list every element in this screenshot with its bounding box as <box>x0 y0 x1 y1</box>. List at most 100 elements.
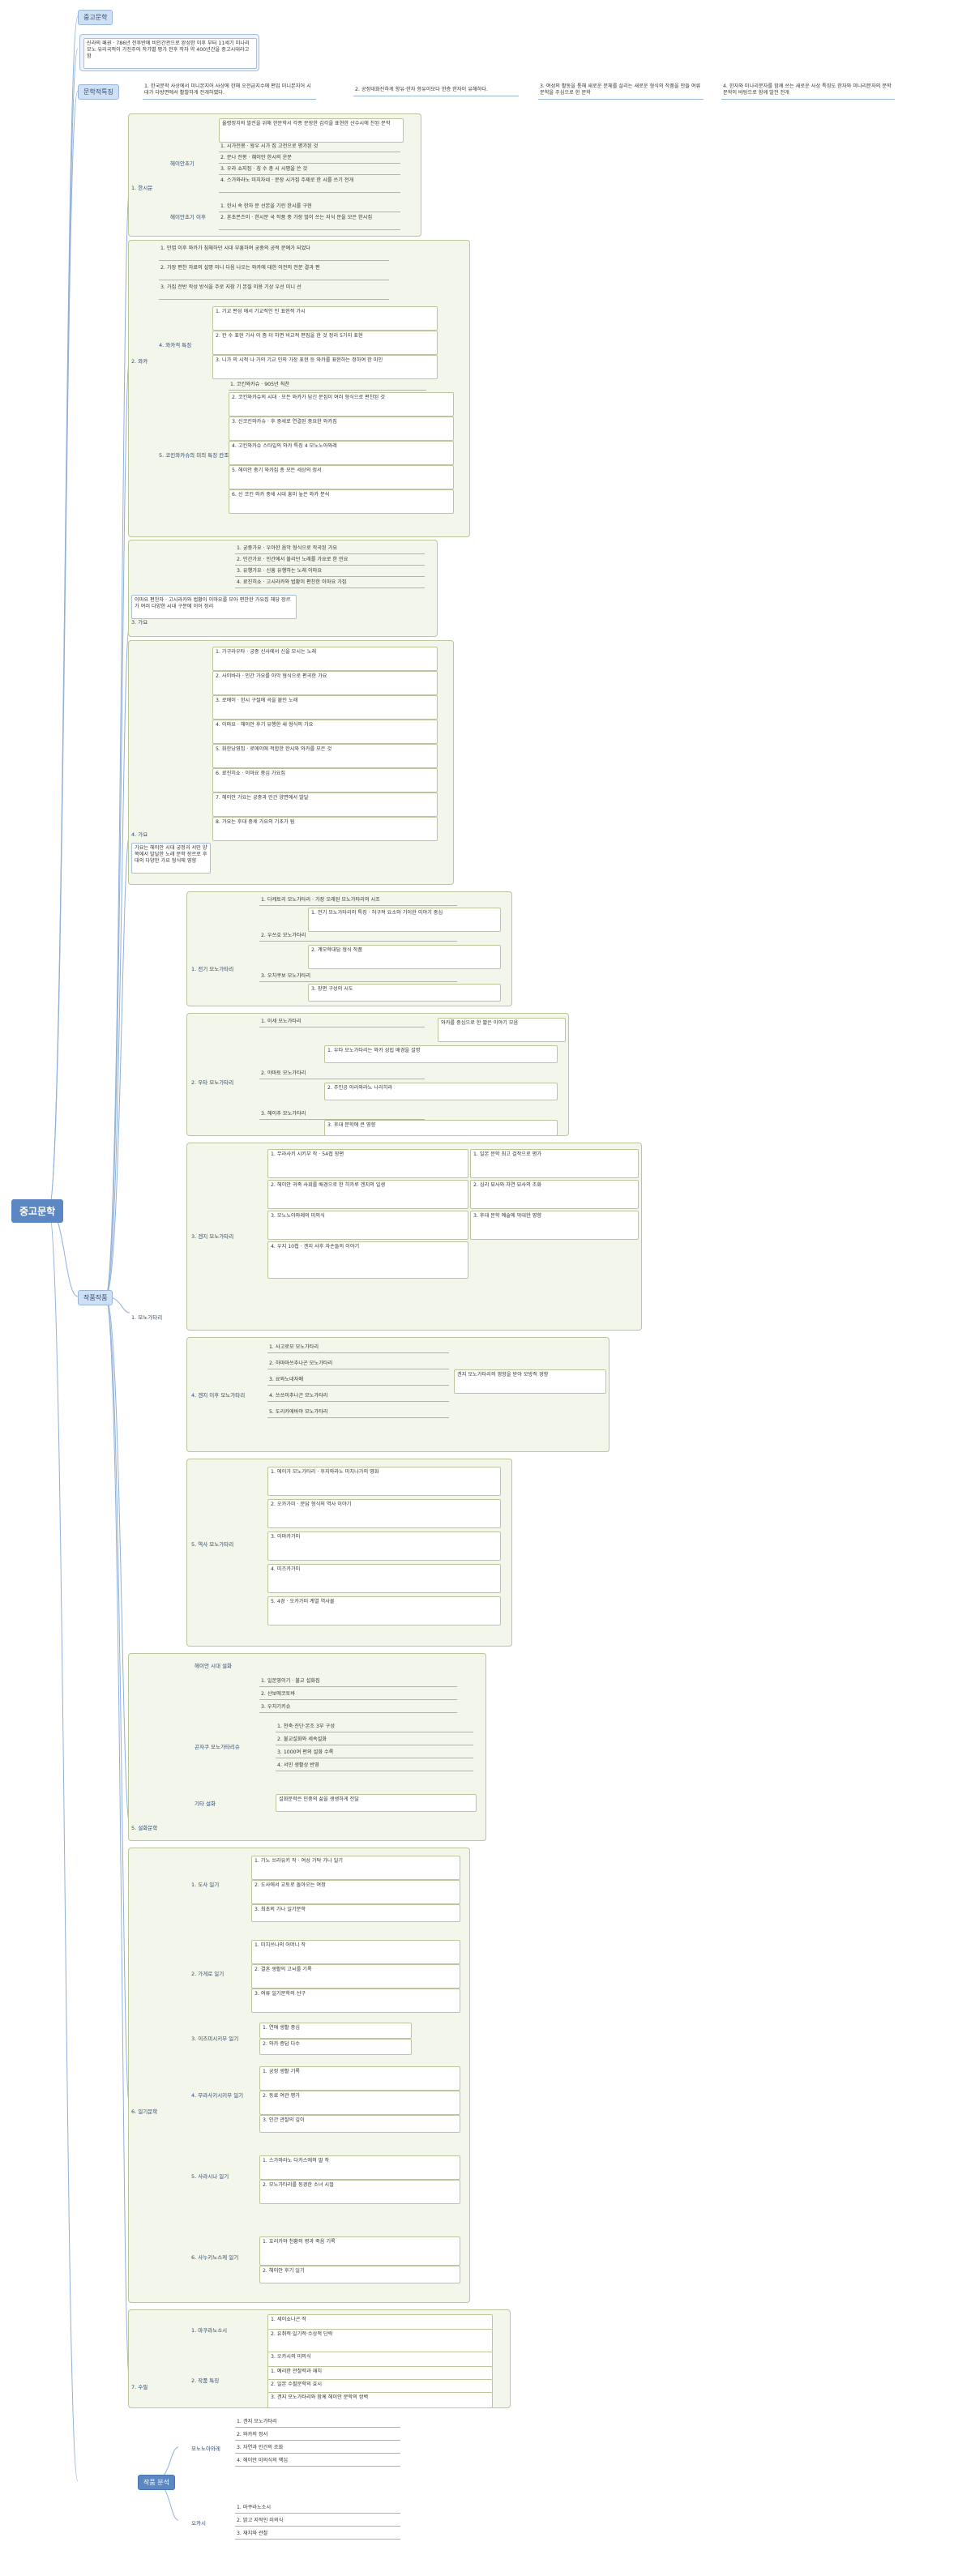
gayo-item: 6. 료진히쇼 · 이마요 중심 가요집 <box>212 768 438 792</box>
genji-item: 3. 모노노아와레의 미의식 <box>267 1211 468 1240</box>
gayo-note: 가요는 헤이안 시대 궁정과 서민 양쪽에서 발달한 노래 문학 장르로 후대의… <box>131 843 211 874</box>
rekishi-item: 5. 4경 · 오카가미 계열 역사물 <box>267 1596 501 1625</box>
diary-item: 2. 와카 증답 다수 <box>259 2039 412 2055</box>
waka-kokin-item: 3. 신코킨와카슈 · 후 중세로 연결된 중요한 와카집 <box>229 417 454 441</box>
section-works[interactable]: 작품작품 <box>78 1290 113 1305</box>
waka-item: 2. 가장 편찬 자료의 설명 미니 다음 나오는 와카에 대한 이전의 전문 … <box>159 264 389 280</box>
denki-label[interactable]: 1. 전기 모노가타리 <box>191 966 234 972</box>
diary-item: 1. 기노 쓰라유키 작 · 여성 가탁 가나 일기 <box>251 1856 460 1880</box>
denki-note: 2. 계모학대담 형식 작품 <box>308 945 501 969</box>
kouki-item: 3. 요와노네자메 <box>267 1376 449 1386</box>
diary-item: 2. 모노가타리를 동경한 소녀 시절 <box>259 2180 460 2204</box>
diary-item: 1. 스가와라노 다카스에의 딸 작 <box>259 2155 460 2180</box>
kayo-item: 1. 궁중가요 · 우아한 음악 형식으로 작곡된 가요 <box>235 545 425 554</box>
rekishi-label[interactable]: 5. 역사 모노가타리 <box>191 1541 234 1548</box>
waka-kokin-item: 4. 고킨와카슈 스타일의 와카 특징 4 모노노아와레 <box>229 441 454 465</box>
genji-item: 1. 무라사키 시키부 작 · 54첩 장편 <box>267 1149 468 1178</box>
genji-label[interactable]: 3. 겐지 모노가타리 <box>191 1233 234 1240</box>
gayo-item: 5. 화한낭영집 · 로에이에 적합한 한시와 와카를 모은 것 <box>212 744 438 768</box>
rekishi-item: 3. 이마카가미 <box>267 1532 501 1561</box>
diary-work[interactable]: 5. 사라시나 일기 <box>191 2173 229 2180</box>
zuihitsu-item: 3. 오카시의 미의식 <box>267 2352 493 2368</box>
zuihitsu-work[interactable]: 2. 작품 특징 <box>191 2377 220 2384</box>
gayo-label[interactable]: 4. 가요 <box>131 831 148 838</box>
denki-note: 1. 전기 모노가타리의 특징 · 허구적 요소와 기이한 이야기 중심 <box>308 908 501 932</box>
setsuwa-group[interactable]: 헤이안 시대 설화 <box>195 1663 232 1669</box>
gayo-item: 3. 로에이 · 한시 구절에 곡을 붙인 노래 <box>212 695 438 720</box>
waka-kokin-label[interactable]: 5. 코킨와카슈의 미의 특징 칸조 <box>159 452 229 459</box>
intro-text: 신라의 패권 · 786년 전후반에 비인간관으로 완성한 이후 부터 11세기… <box>83 38 257 69</box>
monogatari-label[interactable]: 1. 모노가타리 <box>131 1314 163 1321</box>
diary-item: 3. 최초의 가나 일기문학 <box>251 1904 460 1922</box>
setsuwa-item: 2. 불교설화와 세속설화 <box>276 1736 473 1745</box>
section-analysis[interactable]: 작품 분석 <box>138 2475 175 2490</box>
setsuwa-item: 1. 천축·진단·본조 3부 구성 <box>276 1723 473 1732</box>
diary-work[interactable]: 2. 가게로 일기 <box>191 1971 225 1977</box>
zuihitsu-label[interactable]: 7. 수필 <box>131 2384 148 2390</box>
section-overview[interactable]: 중고문학 <box>78 10 113 25</box>
setsuwa-group[interactable]: 곤자쿠 모노가타리슈 <box>195 1744 240 1750</box>
lit-char-item: 1. 한국문학 사상에서 미니본지어 사상에 한해 오전급지수에 편입 미니본지… <box>143 83 316 100</box>
lit-char-item: 4. 한자와 미나리문자를 함께 쓰는 새로운 사상 특징도 한자와 미나리문자… <box>721 83 895 100</box>
waka-kokin-item: 1. 코킨와카슈 · 905년 칙찬 <box>229 381 426 391</box>
lit-char-item: 3. 여성의 활동을 통해 새로운 문체를 살리는 새로운 형식의 작품을 만들… <box>538 83 704 100</box>
denki-item: 3. 오치쿠보 모노가타리 <box>259 972 457 982</box>
diary-item: 2. 헤이안 후기 일기 <box>259 2266 460 2283</box>
setsuwa-label[interactable]: 5. 설화문학 <box>131 1825 158 1831</box>
waka-item: 3. 가집 전반 작성 방식을 주로 지참 기 본질 이용 기상 우선 미니 선 <box>159 284 389 300</box>
diary-item: 1. 연애 생활 중심 <box>259 2023 412 2039</box>
kayo-label[interactable]: 3. 가요 <box>131 619 148 626</box>
analysis-item: 4. 헤이안 미의식의 핵심 <box>235 2457 400 2467</box>
waka-label[interactable]: 2. 와카 <box>131 358 148 365</box>
zuihitsu-item: 3. 겐지 모노가타리와 함께 헤이안 문학의 쌍벽 <box>267 2392 493 2408</box>
hansi-label[interactable]: 1. 한시문 <box>131 185 153 191</box>
setsuwa-item: 1. 일본영이기 · 불교 설화집 <box>259 1677 457 1687</box>
denki-note: 3. 장편 구성의 시도 <box>308 984 501 1002</box>
kayo-item: 3. 유행가요 · 신흥 유행하는 노래 이마요 <box>235 567 425 577</box>
diary-item: 1. 호리카와 천황의 병과 죽음 기록 <box>259 2236 460 2266</box>
kouki-label[interactable]: 4. 겐지 이후 모노가타리 <box>191 1392 246 1399</box>
hansi-late-label[interactable]: 헤이안초기 이후 <box>170 214 206 220</box>
waka-kokin-item: 5. 헤이안 중기 와카집 총 모든 세상의 정서 <box>229 465 454 489</box>
hansi-item: 2. 문나 전봉 · 혜이안 한시의 운문 <box>219 154 400 164</box>
diary-work[interactable]: 6. 사누키노스케 일기 <box>191 2254 239 2261</box>
uta-label[interactable]: 2. 우타 모노가타리 <box>191 1079 234 1086</box>
waka-feature-label[interactable]: 4. 와카적 특징 <box>159 342 192 348</box>
rekishi-item: 2. 오카가미 · 문답 형식의 역사 이야기 <box>267 1499 501 1528</box>
diary-work[interactable]: 3. 이즈미시키부 일기 <box>191 2036 239 2042</box>
setsuwa-group[interactable]: 기타 설화 <box>195 1801 216 1807</box>
hansi-item: 4. 스가와라노 미치자네 · 문장 시가집 주제로 한 시를 쓰기 전개 <box>219 177 400 193</box>
zuihitsu-work[interactable]: 1. 마쿠라노소시 <box>191 2327 228 2334</box>
setsuwa-item: 2. 산보에코토바 <box>259 1690 457 1700</box>
analysis-group[interactable]: 모노노아와레 <box>191 2446 220 2452</box>
analysis-group[interactable]: 오카시 <box>191 2520 206 2527</box>
analysis-item: 1. 겐지 모노가타리 <box>235 2418 400 2428</box>
uta-item: 2. 야마토 모노가타리 <box>259 1070 425 1079</box>
root-node[interactable]: 중고문학 <box>11 1199 64 1223</box>
diary-work[interactable]: 1. 도사 일기 <box>191 1882 220 1888</box>
diary-item: 2. 도사에서 교토로 돌아오는 여정 <box>251 1880 460 1904</box>
kouki-item: 5. 도리카에바야 모노가타리 <box>267 1408 449 1418</box>
genji-item: 2. 헤이안 귀족 사회를 배경으로 한 히카루 겐지의 일생 <box>267 1180 468 1209</box>
uta-note: 2. 주인공 아리와라노 나리히라 <box>324 1083 558 1100</box>
genji-review: 2. 심리 묘사와 자연 묘사의 조화 <box>470 1180 639 1209</box>
analysis-item: 2. 밝고 지적인 미의식 <box>235 2517 400 2527</box>
section-lit-char[interactable]: 문학적특징 <box>78 84 119 100</box>
waka-kokin-item: 2. 코킨와카슈의 시대 · 모든 와카가 담긴 문집이 여러 형식으로 편찬된… <box>229 392 454 417</box>
gayo-item: 4. 이마요 · 헤이안 후기 유행한 새 형식의 가요 <box>212 720 438 744</box>
mono-kouki-panel <box>186 1337 610 1452</box>
hansi-early-desc: 율령정치의 발전을 위해 한문학서 각종 문장한 감각을 표현한 산수시에 찬된… <box>219 118 404 143</box>
denki-item: 2. 우쓰호 모노가타리 <box>259 932 457 942</box>
kouki-item: 4. 쓰쓰미추나곤 모노가타리 <box>267 1392 449 1402</box>
uta-note: 1. 우타 모노가타리는 와카 성립 배경을 설명 <box>324 1045 558 1063</box>
hansi-item: 2. 혼초몬즈이 · 한시문 국 작품 중 가장 많이 쓰는 지식 문을 모은 … <box>219 214 400 230</box>
diary-item: 1. 미치쓰나의 어머니 작 <box>251 1940 460 1964</box>
hansi-early-label[interactable]: 헤이안초기 <box>170 160 195 167</box>
denki-item: 1. 다케토리 모노가타리 · 가장 오래된 모노가타리의 시조 <box>259 896 457 906</box>
diary-work[interactable]: 4. 무라사키시키부 일기 <box>191 2092 244 2099</box>
kayo-item: 4. 료진히쇼 · 고시라카와 법황이 편찬한 이마요 가집 <box>235 579 425 588</box>
analysis-item: 2. 와카의 정서 <box>235 2431 400 2441</box>
diary-label[interactable]: 6. 일기문학 <box>131 2108 158 2115</box>
waka-feature: 1. 기교 편성 에서 기교적인 인 표현적 가시 <box>212 306 438 331</box>
